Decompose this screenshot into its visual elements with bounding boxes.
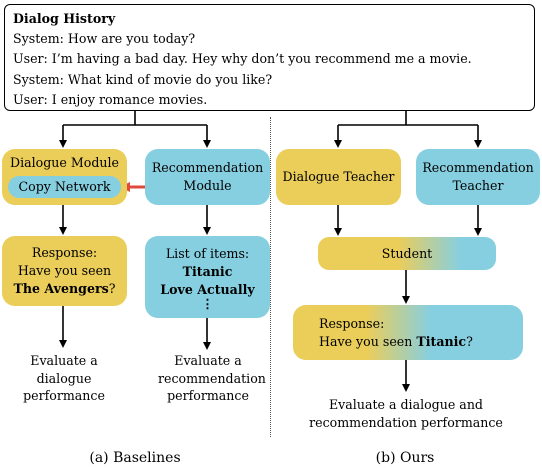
student-box: Student <box>318 237 496 270</box>
history-to-ours-line <box>338 111 478 126</box>
items-header: List of items: <box>165 246 250 261</box>
response-label: Response: <box>31 245 98 260</box>
baseline-response-box: Response: Have you seen The Avengers? <box>2 236 127 306</box>
student-label: Student <box>381 245 433 261</box>
history-line: User: I’m having a bad day. Hey why don’… <box>13 51 472 67</box>
history-line: System: How are you today? <box>13 31 196 47</box>
recommendation-teacher-box: Recommendation Teacher <box>416 149 540 205</box>
eval-recommendation-label: Evaluate a recommendation performance <box>158 353 266 403</box>
ours-response-suffix: ? <box>466 333 473 349</box>
ours-response-label: Response: <box>319 315 385 331</box>
list-of-items-box: List of items: Titanic Love Actually ⋮ <box>145 236 270 318</box>
dialog-history-title: Dialog History <box>13 11 116 26</box>
eval-dialogue-label: Evaluate a dialogue performance <box>23 353 105 403</box>
response-question: Have you seen <box>17 263 112 278</box>
ours-response-question: Have you seen <box>319 333 417 349</box>
dialogue-module-label: Dialogue Module <box>9 155 119 170</box>
caption-ours: (b) Ours <box>375 450 435 466</box>
dialogue-module-box: Dialogue Module Copy Network <box>2 149 127 205</box>
dialog-history-box: Dialog History System: How are you today… <box>4 4 535 111</box>
ours-response-movie: Titanic <box>416 333 467 349</box>
recommendation-module-label-1: Recommendation <box>151 160 264 175</box>
section-divider <box>270 117 271 437</box>
response-suffix: ? <box>108 281 116 296</box>
response-movie-line: The Avengers? <box>14 280 116 298</box>
response-movie: The Avengers <box>13 281 109 296</box>
recommendation-teacher-label-2: Teacher <box>452 178 504 193</box>
recommendation-module-box: Recommendation Module <box>145 149 270 205</box>
eval-ours-label: Evaluate a dialogue and recommendation p… <box>309 397 503 430</box>
history-line: System: What kind of movie do you like? <box>13 71 273 87</box>
history-to-baselines-line <box>63 111 207 126</box>
ours-response-line: Have you seen Titanic? <box>319 333 473 351</box>
copy-network-box: Copy Network <box>8 176 121 198</box>
dialogue-teacher-label: Dialogue Teacher <box>282 169 395 184</box>
item-titanic: Titanic <box>182 264 233 279</box>
copy-network-label: Copy Network <box>18 179 111 194</box>
caption-baselines: (a) Baselines <box>89 450 181 466</box>
item-love-actually: Love Actually <box>160 282 255 297</box>
recommendation-teacher-label-1: Recommendation <box>422 160 534 175</box>
ours-response-box: Response: Have you seen Titanic? <box>293 305 523 360</box>
recommendation-module-label-2: Module <box>183 178 232 193</box>
dialogue-teacher-box: Dialogue Teacher <box>276 149 401 205</box>
items-ellipsis: ⋮ <box>201 296 214 311</box>
history-line: User: I enjoy romance movies. <box>13 91 208 107</box>
